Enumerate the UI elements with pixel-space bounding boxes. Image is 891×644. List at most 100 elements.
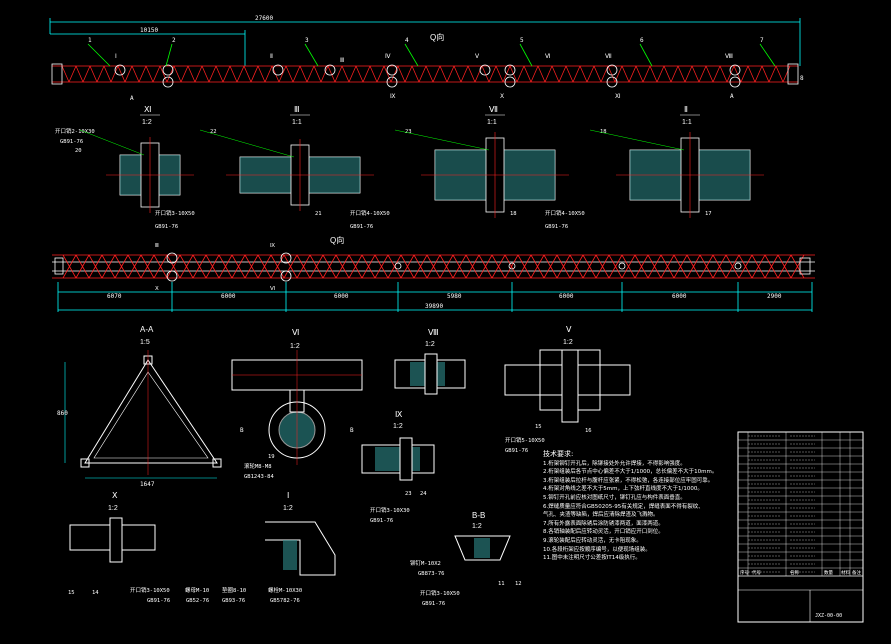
marker-label: 8 <box>800 75 804 82</box>
note-line: 8.各销轴装配后应转动灵活，开口销应开口到位。 <box>543 529 664 536</box>
callout-label: 开口销3-10X50 <box>155 209 195 217</box>
top-view-title: Q向 <box>430 32 444 42</box>
marker-label: Ⅶ <box>605 53 612 60</box>
chord-node <box>80 458 90 468</box>
callout-label: 开口销3-10X30 <box>370 506 410 514</box>
callout-label: GB91-76 <box>505 448 528 454</box>
pin-circle <box>280 270 292 282</box>
callout-label: 14 <box>92 590 99 596</box>
detail-B-B: B-B1:2铆钉M-10X2GB873-76开口销3-10X50GB91-761… <box>410 511 522 607</box>
pin-circle <box>729 64 741 76</box>
overall-length-dim: 27600 <box>255 15 273 22</box>
marker-label: 4 <box>405 37 409 44</box>
callout-label: GB873-76 <box>418 571 445 577</box>
marker-label: Ⅰ <box>115 53 117 60</box>
callout-label: 开口销2-10X30 <box>55 127 95 135</box>
note-line: 10.各段桁架应按顺序编号，以便现场组装。 <box>543 546 651 553</box>
callout-label: 23 <box>405 129 412 135</box>
drawing-number: JXZ-00-00 <box>815 613 842 619</box>
callout-label: GB5782-76 <box>270 598 300 604</box>
detail-id: Ⅹ <box>112 491 118 500</box>
marker-label: Ⅴ <box>475 53 480 60</box>
segment-dim: 5980 <box>447 293 462 300</box>
marker-label: Ⅱ <box>270 53 273 60</box>
callout-label: GB91-76 <box>147 598 170 604</box>
callout-label: GB91-76 <box>350 224 373 230</box>
leader-line <box>589 129 685 151</box>
note-line: 5.铆钉开孔前应核对图纸尺寸，铆钉孔应与构件表面垂直。 <box>543 494 686 501</box>
callout-label: 24 <box>420 491 427 497</box>
pin-circle <box>166 252 178 264</box>
callout-label: 垫圈8-10 <box>222 586 246 594</box>
pin <box>109 517 123 563</box>
q-plan-view <box>52 252 815 312</box>
marker-label: Ⅹ <box>500 93 504 100</box>
marker-label: Ⅵ <box>545 53 551 60</box>
detail-scale: 1:1 <box>487 119 497 126</box>
truss-triangle <box>84 359 218 464</box>
segment-dim: 6000 <box>672 293 687 300</box>
callout-label: GB93-76 <box>222 598 245 604</box>
pin <box>561 349 579 423</box>
section-shape <box>454 535 511 561</box>
detail-scale: 1:2 <box>142 119 152 126</box>
width-dim: 1647 <box>140 481 155 488</box>
callout-label: 18 <box>600 129 607 135</box>
callout-label: 16 <box>585 428 592 434</box>
pin-circle <box>272 64 284 76</box>
joint-circle <box>394 262 402 270</box>
chord-tube <box>361 444 435 474</box>
note-line: 1.桁架铆钉开孔后，除铆接处外允许焊接，不得影响强度。 <box>543 460 686 467</box>
note-line: 3.桁架组装后拉杆与腹杆应张紧，不得松弛，各连接部位应牢固可靠。 <box>543 477 714 484</box>
marker-label: 6 <box>640 37 644 44</box>
notes-header: 技术要求: <box>543 450 574 458</box>
detail-id: Ⅴ <box>566 325 572 334</box>
detail-scale: 1:2 <box>290 343 300 350</box>
segment-dim: 2900 <box>767 293 782 300</box>
callout-label: 开口销4-10X50 <box>350 209 390 217</box>
note-line: 2.桁架组装后各节点中心偏差不大于1/1000，总长偏差不大于10mm。 <box>543 469 718 476</box>
callout-label: 19 <box>268 454 275 460</box>
detail-id: Ⅵ <box>292 328 299 337</box>
section-length-dim: 10150 <box>140 27 158 34</box>
callout-label: 铆钉M-10X2 <box>410 559 441 567</box>
callout-label: 15 <box>535 424 542 430</box>
pin <box>424 353 438 395</box>
callout-label: GB91-76 <box>422 601 445 607</box>
pin-circle <box>280 252 292 264</box>
detail-id: A-A <box>140 325 154 334</box>
marker-label: Ⅲ <box>155 243 159 249</box>
note-line: 6.焊缝质量应符合GB50205-95有关规定，焊缝表面不得有裂纹、 <box>543 503 704 510</box>
pin-circle <box>162 64 174 76</box>
bracket-outline <box>265 521 336 576</box>
marker-label: Ⅺ <box>615 93 621 100</box>
callout-label: 11 <box>498 581 505 587</box>
joint-circle <box>618 262 626 270</box>
callout-label: 螺母M-10 <box>185 586 209 594</box>
detail-id: Ⅶ <box>489 105 498 114</box>
pin-circle <box>386 64 398 76</box>
segment-dim: 6000 <box>221 293 236 300</box>
pin-circle <box>729 76 741 88</box>
callout-label: GB52-76 <box>186 598 209 604</box>
truss-triangle-inner <box>93 371 209 459</box>
section-arrow-label: A <box>130 95 134 102</box>
callout-label: 开口销3-10X50 <box>420 589 460 597</box>
hatch-fill <box>474 538 490 558</box>
pin-circle <box>606 76 618 88</box>
detail-scale: 1:1 <box>292 119 302 126</box>
marker-label: Ⅸ <box>390 93 396 100</box>
marker-label: 2 <box>172 37 176 44</box>
title-block-frame <box>737 431 864 623</box>
section-mark: B <box>350 427 354 434</box>
marker-label: Ⅸ <box>270 243 276 249</box>
callout-label: GB91-76 <box>155 224 178 230</box>
detail-id: Ⅸ <box>395 410 403 419</box>
